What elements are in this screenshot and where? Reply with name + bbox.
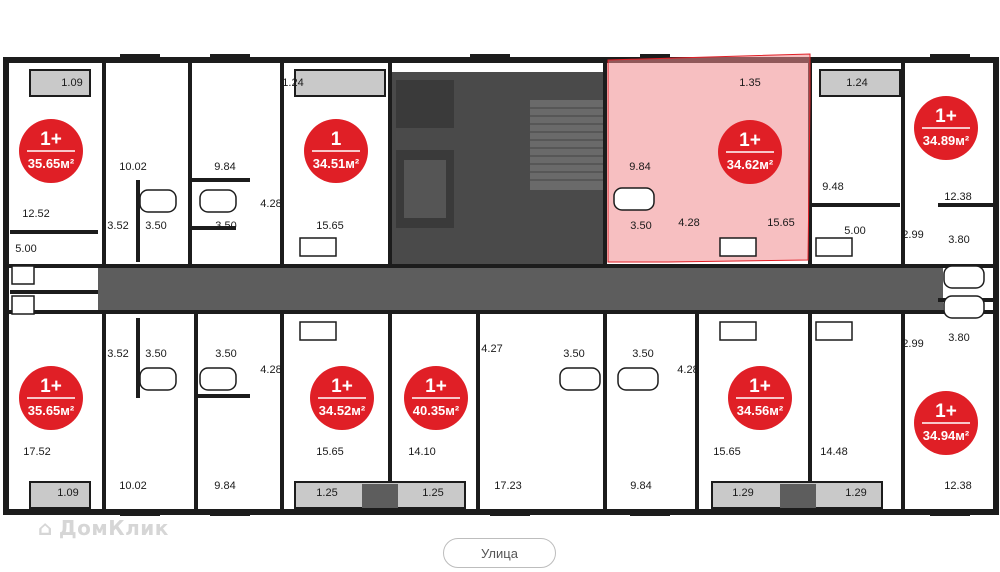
room-area-label: 10.02 <box>119 480 147 492</box>
room-area-label: 15.65 <box>316 446 344 458</box>
badge-rooms: 1+ <box>935 106 957 127</box>
domclick-logo-icon: ⌂ <box>38 516 53 540</box>
room-area-label: 14.48 <box>820 446 848 458</box>
room-area-label: 3.80 <box>948 234 969 246</box>
apartment-badge[interactable]: 1+ 34.52м² <box>310 366 374 430</box>
badge-rooms: 1+ <box>749 376 771 397</box>
domclick-watermark: ⌂ ДомКлик <box>38 516 169 540</box>
apartment-badge[interactable]: 1+ 34.62м² <box>718 120 782 184</box>
room-area-label: 5.00 <box>844 225 865 237</box>
room-area-label: 5.00 <box>15 243 36 255</box>
room-area-label: 9.48 <box>822 181 843 193</box>
apartment-badges: 1+ 35.65м² 1 34.51м² 1+ 34.62м² 1+ 34.89м² 1+ 35.… <box>19 96 978 455</box>
balcony <box>819 69 901 97</box>
room-area-label: 15.65 <box>767 217 795 229</box>
room-area-label: 9.84 <box>214 161 235 173</box>
room-area-label: 3.50 <box>145 348 166 360</box>
badge-area: 34.52м² <box>319 403 366 418</box>
apartment-badge[interactable]: 1+ 34.94м² <box>914 391 978 455</box>
badge-rooms: 1+ <box>40 129 62 150</box>
badge-rooms: 1+ <box>40 376 62 397</box>
room-area-label: 14.10 <box>408 446 436 458</box>
badge-area: 34.51м² <box>313 156 360 171</box>
room-area-label: 3.50 <box>215 220 236 232</box>
room-area-label: 3.52 <box>107 348 128 360</box>
corridor <box>98 266 943 312</box>
room-area-label: 2.99 <box>902 338 923 350</box>
room-area-label: 10.02 <box>119 161 147 173</box>
badge-area: 35.65м² <box>28 156 75 171</box>
balcony <box>29 481 91 509</box>
room-area-label: 15.65 <box>713 446 741 458</box>
room-area-label: 3.80 <box>948 332 969 344</box>
room-area-label: 1.09 <box>61 77 82 89</box>
staircase <box>530 100 605 190</box>
badge-area: 40.35м² <box>413 403 460 418</box>
room-area-label: 1.29 <box>732 487 753 499</box>
room-area-label: 12.38 <box>944 480 972 492</box>
room-area-label: 1.24 <box>846 77 867 89</box>
room-area-label: 1.25 <box>316 487 337 499</box>
badge-rooms: 1 <box>331 129 342 150</box>
room-area-label: 3.50 <box>630 220 651 232</box>
room-area-labels: 1.09 12.52 5.00 3.52 3.50 10.02 9.84 3.50 4.28 1.… <box>15 77 971 499</box>
balcony <box>29 69 91 97</box>
room-area-label: 3.52 <box>107 220 128 232</box>
badge-area: 34.94м² <box>923 428 970 443</box>
room-area-label: 3.50 <box>145 220 166 232</box>
room-area-label: 1.35 <box>739 77 760 89</box>
apartment-badge[interactable]: 1+ 34.56м² <box>728 366 792 430</box>
room-area-label: 4.28 <box>260 364 281 376</box>
badge-area: 34.62м² <box>727 157 774 172</box>
apartment-badge[interactable]: 1+ 35.65м² <box>19 366 83 430</box>
room-area-label: 17.23 <box>494 480 522 492</box>
room-area-label: 17.52 <box>23 446 51 458</box>
room-area-label: 1.29 <box>845 487 866 499</box>
street-button[interactable]: Улица <box>443 538 556 568</box>
room-area-label: 12.38 <box>944 191 972 203</box>
room-area-label: 9.84 <box>630 480 651 492</box>
badge-rooms: 1+ <box>739 130 761 151</box>
room-area-label: 12.52 <box>22 208 50 220</box>
room-area-label: 1.24 <box>282 77 303 89</box>
watermark-text: ДомКлик <box>58 516 169 540</box>
apartment-badge[interactable]: 1+ 35.65м² <box>19 119 83 183</box>
badge-area: 34.56м² <box>737 403 784 418</box>
room-area-label: 4.27 <box>481 343 502 355</box>
apartment-badge[interactable]: 1+ 40.35м² <box>404 366 468 430</box>
badge-rooms: 1+ <box>935 401 957 422</box>
room-area-label: 1.09 <box>57 487 78 499</box>
room-area-label: 15.65 <box>316 220 344 232</box>
room-area-label: 9.84 <box>214 480 235 492</box>
room-area-label: 2.99 <box>902 229 923 241</box>
room-area-label: 9.84 <box>629 161 650 173</box>
room-area-label: 4.28 <box>260 198 281 210</box>
apartment-badge[interactable]: 1+ 34.89м² <box>914 96 978 160</box>
badge-rooms: 1+ <box>331 376 353 397</box>
room-area-label: 3.50 <box>632 348 653 360</box>
room-area-label: 3.50 <box>563 348 584 360</box>
room-area-label: 3.50 <box>215 348 236 360</box>
balcony <box>294 69 386 97</box>
badge-rooms: 1+ <box>425 376 447 397</box>
badge-area: 34.89м² <box>923 133 970 148</box>
apartment-badge[interactable]: 1 34.51м² <box>304 119 368 183</box>
room-area-label: 4.28 <box>677 364 698 376</box>
selected-apartment-highlight[interactable] <box>607 53 811 263</box>
room-area-label: 4.28 <box>678 217 699 229</box>
badge-area: 35.65м² <box>28 403 75 418</box>
room-area-label: 1.25 <box>422 487 443 499</box>
